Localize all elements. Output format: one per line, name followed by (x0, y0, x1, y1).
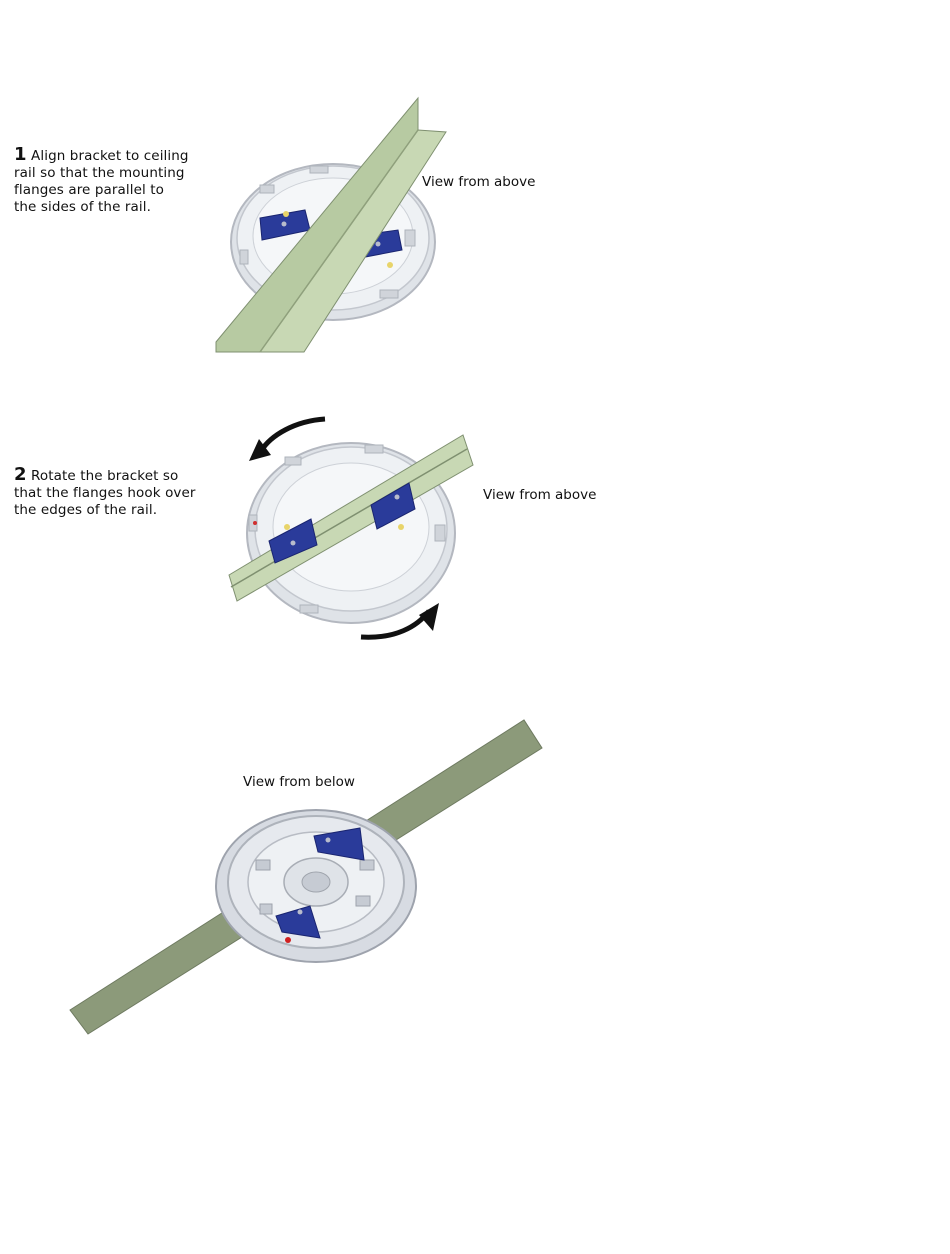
step-1-number: 1 (14, 144, 27, 165)
step-2-figure (225, 405, 485, 655)
step-1-figure (200, 90, 460, 370)
screw-marker (284, 524, 290, 530)
screw-marker (398, 524, 404, 530)
step-2-number: 2 (14, 464, 27, 485)
screw-marker (387, 262, 393, 268)
step-1-instruction: 1 Align bracket to ceiling rail so that … (14, 146, 189, 216)
step-2-view-label: View from above (483, 487, 596, 504)
step-3-figure (60, 710, 560, 1050)
screw-marker (283, 211, 289, 217)
bracket-bottom-view (216, 810, 416, 962)
step-1-text: Align bracket to ceiling rail so that th… (14, 148, 189, 215)
step-2-instruction: 2 Rotate the bracket so that the flanges… (14, 466, 199, 519)
step-2-text: Rotate the bracket so that the flanges h… (14, 468, 196, 518)
